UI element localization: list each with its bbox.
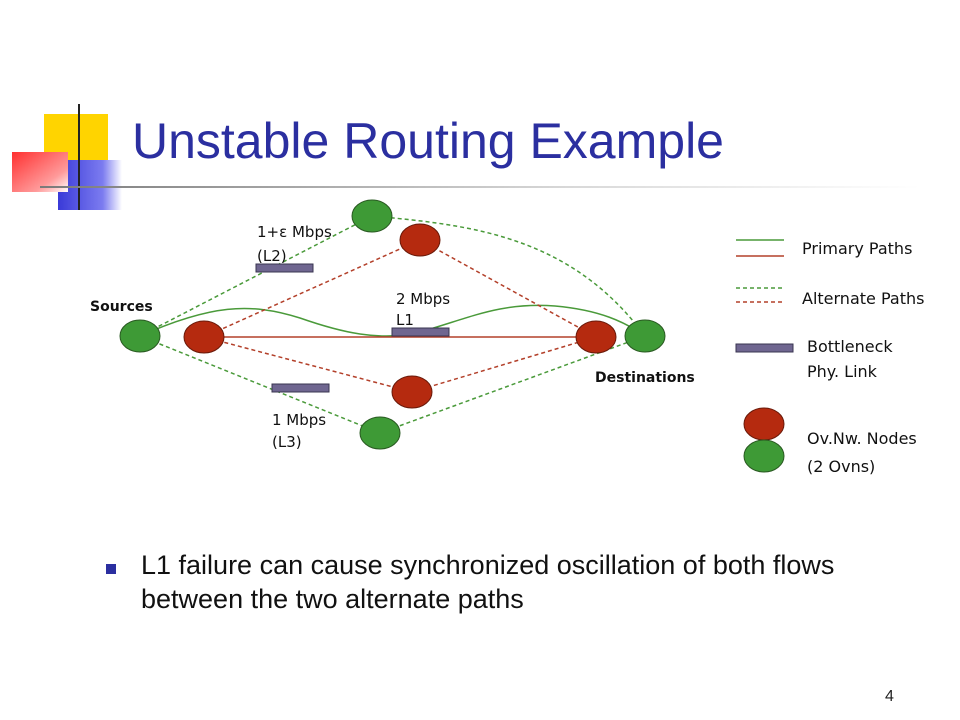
- bullet-marker: [106, 564, 116, 574]
- alternate-path-green-top: [139, 215, 646, 337]
- bottleneck-bar-l1: [391, 327, 450, 337]
- legend-bottleneck-label-line1: Bottleneck: [807, 337, 893, 356]
- link-l2-name-label: (L2): [257, 247, 287, 265]
- deco-vertical-line: [78, 104, 80, 210]
- top-node-red: [399, 223, 441, 257]
- dest-node-green: [624, 319, 666, 353]
- slide-title: Unstable Routing Example: [132, 113, 724, 169]
- legend-alternate-label: Alternate Paths: [802, 289, 925, 308]
- legend-primary-label: Primary Paths: [802, 239, 913, 258]
- bottleneck-bar-l2: [255, 263, 314, 273]
- link-l2-rate-label: 1+ε Mbps: [257, 223, 332, 241]
- deco-red-square: [12, 152, 68, 192]
- link-l1-rate-label: 2 Mbps: [396, 290, 451, 308]
- sources-label: Sources: [90, 299, 153, 315]
- deco-blue-square: [58, 160, 122, 210]
- legend-bottleneck-bar: [735, 343, 794, 353]
- legend-nodes-label-line2: (2 Ovns): [807, 457, 876, 476]
- destinations-label: Destinations: [595, 370, 695, 386]
- alternate-path-red-bottom: [203, 336, 597, 393]
- dest-node-red: [575, 320, 617, 354]
- legend-nodes-label-line1: Ov.Nw. Nodes: [807, 429, 917, 448]
- source-node-green: [119, 319, 161, 353]
- link-l3-name-label: (L3): [272, 433, 302, 451]
- page-number: 4: [885, 688, 894, 705]
- alternate-path-red-top: [203, 239, 597, 338]
- bullet-text: L1 failure can cause synchronized oscill…: [141, 550, 835, 614]
- title-underline: [40, 186, 920, 188]
- bottom-node-green: [359, 416, 401, 450]
- corner-decoration: [0, 0, 140, 220]
- alternate-path-green-bottom: [139, 335, 646, 434]
- link-l3-rate-label: 1 Mbps: [272, 411, 327, 429]
- legend-node-red: [743, 407, 785, 441]
- link-l1-name-label: L1: [396, 311, 414, 329]
- top-node-green: [351, 199, 393, 233]
- bottleneck-bar-l3: [271, 383, 330, 393]
- legend-node-green: [743, 439, 785, 473]
- bottom-node-red: [391, 375, 433, 409]
- source-node-red: [183, 320, 225, 354]
- legend-bottleneck-label-line2: Phy. Link: [807, 362, 877, 381]
